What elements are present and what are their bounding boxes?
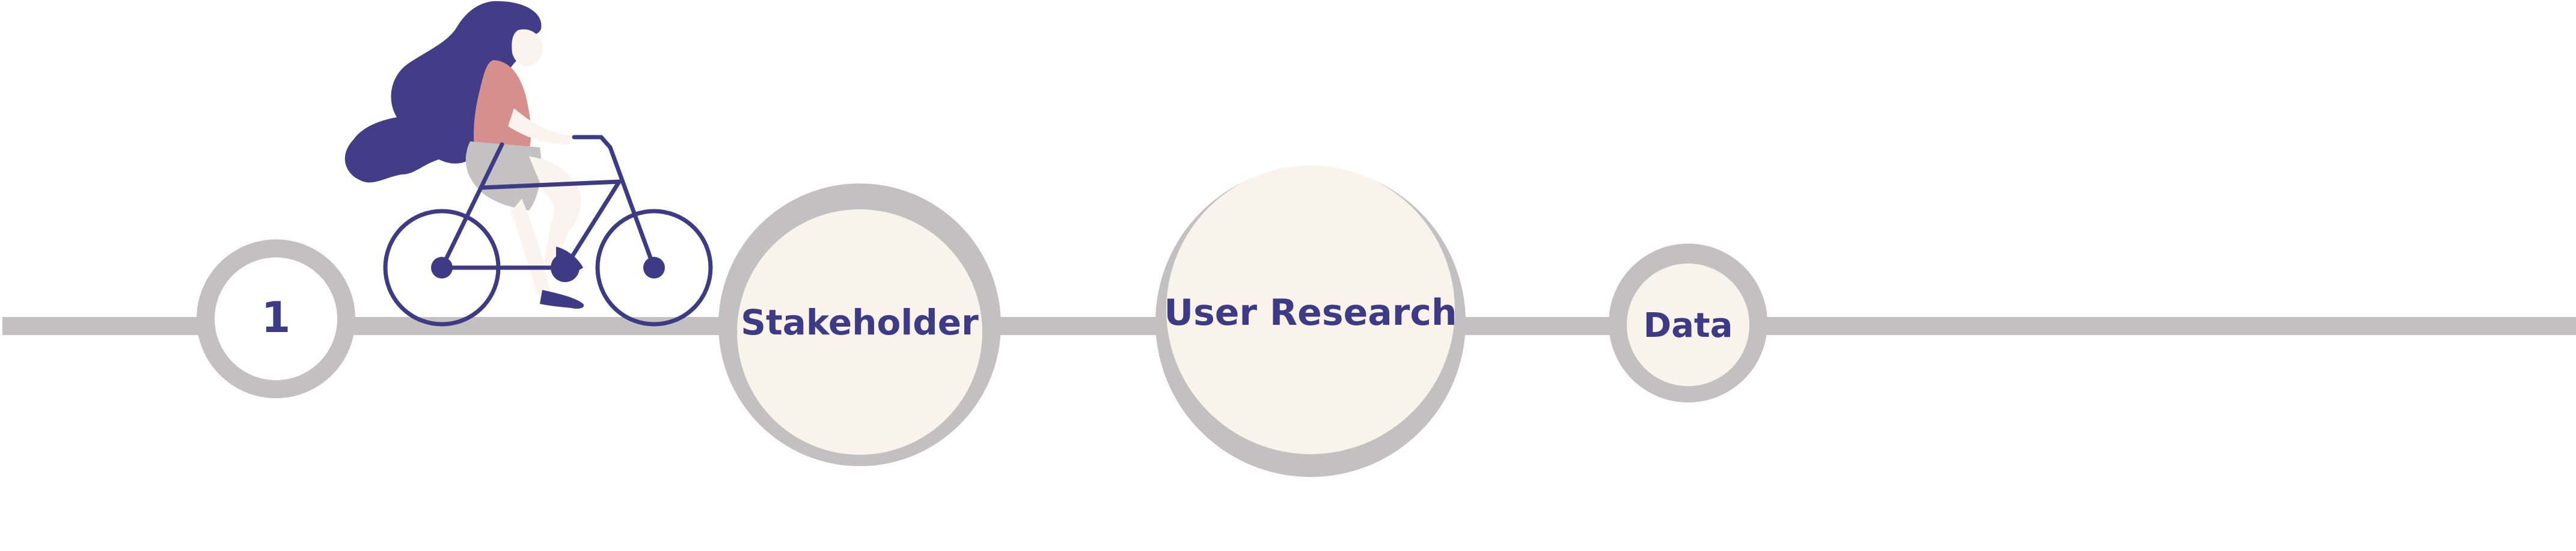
milestone-stakeholder: Stakeholder xyxy=(718,183,1001,466)
milestone-label-1: 1 xyxy=(262,293,291,342)
rider-hair xyxy=(344,1,542,183)
bicycle-front-wheel xyxy=(595,209,713,327)
rider-face xyxy=(512,29,543,67)
milestone-label-data: Data xyxy=(1644,306,1733,345)
milestone-data: Data xyxy=(1609,244,1767,402)
bicycle-seat-post xyxy=(479,142,504,190)
milestone-label-user-research: User Research xyxy=(1164,292,1457,334)
rider-shoe-front xyxy=(540,290,584,309)
milestone-label-stakeholder: Stakeholder xyxy=(741,302,979,343)
milestone-step-1: 1 xyxy=(197,239,355,398)
bicycle-crank xyxy=(551,253,580,282)
bicycle xyxy=(383,135,713,327)
rider-shorts xyxy=(465,141,542,211)
bicycle-rider-illustration xyxy=(344,1,713,327)
bicycle-fork xyxy=(581,135,656,270)
rider-arm xyxy=(508,108,570,144)
milestone-user-research: User Research xyxy=(1155,165,1466,477)
bicycle-frame xyxy=(439,179,622,270)
rider-leg-front xyxy=(511,199,550,295)
